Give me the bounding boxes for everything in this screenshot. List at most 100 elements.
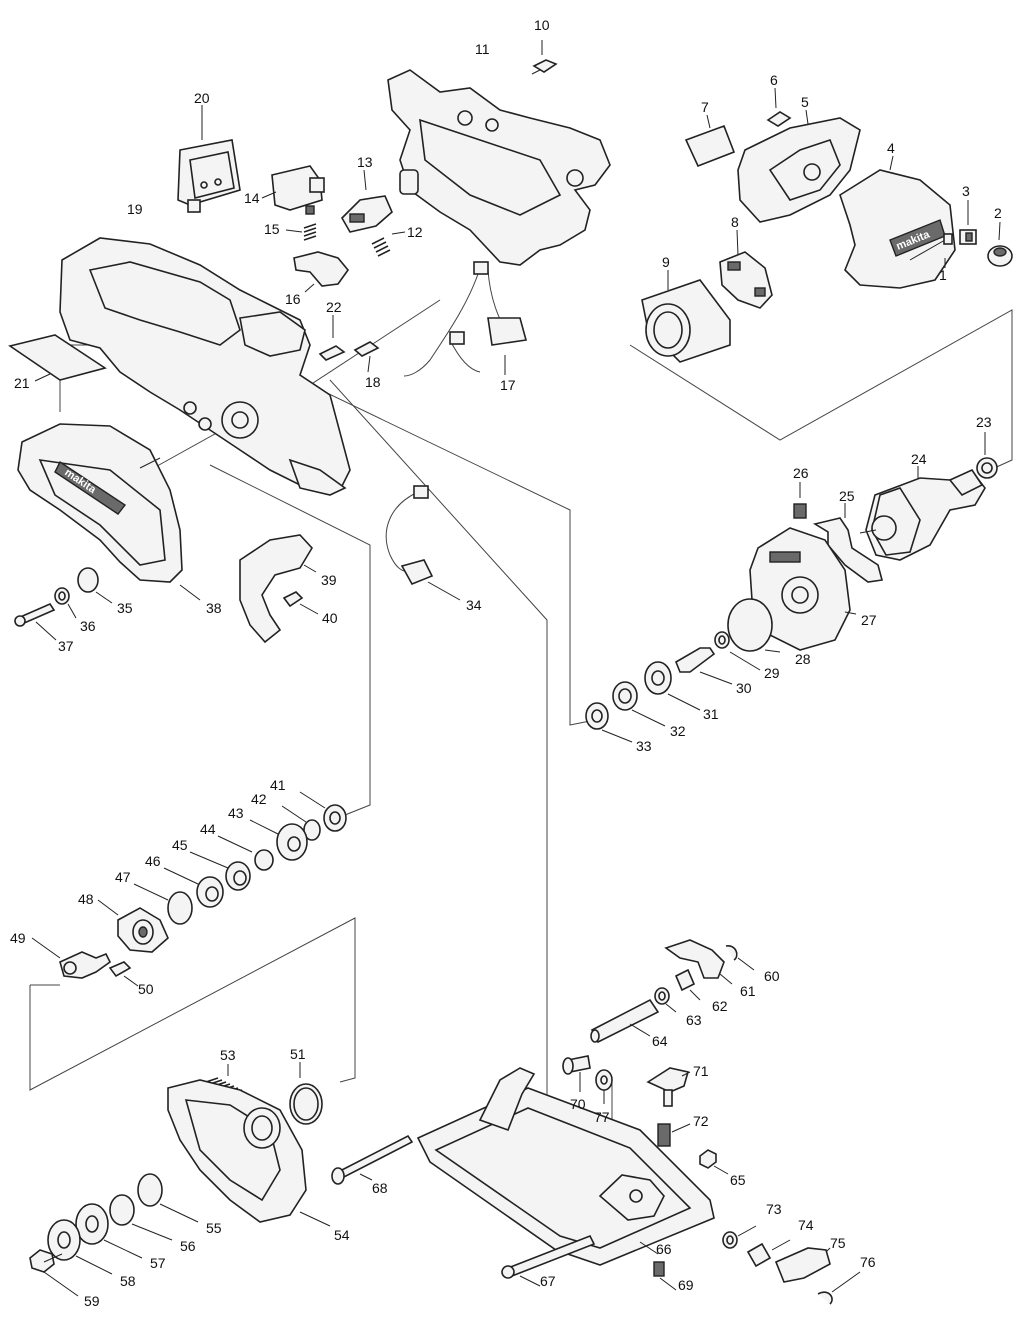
part-spring-12 (371, 231, 406, 257)
part-screw-18 (353, 341, 380, 373)
part-lever-39 (239, 534, 317, 644)
part-handle-housing-left (59, 237, 351, 496)
part-number-29: 29 (764, 665, 780, 681)
part-collar-44 (217, 835, 274, 871)
part-lever-61 (664, 939, 733, 985)
part-number-56: 56 (180, 1238, 196, 1254)
part-number-38: 38 (206, 600, 222, 616)
part-number-75: 75 (830, 1235, 846, 1251)
part-number-2: 2 (994, 205, 1002, 221)
part-screw-22 (318, 315, 346, 361)
part-number-66: 66 (656, 1241, 672, 1257)
part-housing-cover (737, 109, 861, 223)
part-number-31: 31 (703, 706, 719, 722)
part-safety-cover (167, 1079, 331, 1227)
part-number-58: 58 (120, 1273, 136, 1289)
part-spur-gear-43 (249, 819, 308, 861)
part-number-20: 20 (194, 90, 210, 106)
part-ring-55 (137, 1173, 199, 1223)
part-number-55: 55 (206, 1220, 222, 1236)
part-number-54: 54 (334, 1227, 350, 1243)
part-inner-flange (75, 1203, 143, 1259)
part-bolt-67 (501, 1234, 596, 1287)
part-number-10: 10 (534, 17, 550, 33)
part-ball-bearing-23 (976, 432, 998, 479)
part-bearing-41 (299, 791, 347, 832)
part-number-7: 7 (701, 99, 709, 115)
part-armature (859, 466, 986, 561)
part-number-76: 76 (860, 1254, 876, 1270)
part-number-70: 70 (570, 1096, 586, 1112)
part-wiring-harness (403, 261, 528, 377)
part-number-43: 43 (228, 805, 244, 821)
part-brush-cap (987, 221, 1013, 267)
part-spring-26 (793, 482, 807, 519)
part-outer-flange (47, 1219, 113, 1275)
part-number-28: 28 (795, 651, 811, 667)
part-number-72: 72 (693, 1113, 709, 1129)
part-bushing-35 (77, 567, 113, 604)
part-spindle (675, 647, 733, 685)
part-number-50: 50 (138, 981, 154, 997)
part-screw-70 (562, 1055, 591, 1092)
part-number-1: 1 (939, 267, 947, 283)
part-number-15: 15 (264, 221, 280, 237)
part-number-24: 24 (911, 451, 927, 467)
part-gear-housing (749, 527, 857, 651)
part-shaft (31, 937, 112, 979)
part-switch-trigger (293, 251, 350, 293)
part-nameplate (8, 334, 107, 382)
part-number-59: 59 (84, 1293, 100, 1309)
part-screw-37 (14, 602, 57, 641)
part-number-25: 25 (839, 488, 855, 504)
part-number-8: 8 (731, 214, 739, 230)
part-number-5: 5 (801, 94, 809, 110)
part-number-33: 33 (636, 738, 652, 754)
part-ring-51 (289, 1062, 323, 1125)
part-number-40: 40 (322, 610, 338, 626)
part-washer-77 (595, 1069, 613, 1104)
part-lock-off-button (341, 169, 393, 233)
part-number-44: 44 (200, 821, 216, 837)
part-bolt-68 (331, 1134, 414, 1185)
part-number-57: 57 (150, 1255, 166, 1271)
part-blade-guard: makita (17, 423, 201, 601)
part-battery-terminal (177, 105, 241, 213)
part-number-46: 46 (145, 853, 161, 869)
part-number-63: 63 (686, 1012, 702, 1028)
part-number-64: 64 (652, 1033, 668, 1049)
part-number-19: 19 (127, 201, 143, 217)
part-screw-1 (909, 233, 953, 268)
part-number-48: 48 (78, 891, 94, 907)
part-brush-holder (959, 200, 977, 245)
part-number-13: 13 (357, 154, 373, 170)
part-number-22: 22 (326, 299, 342, 315)
part-number-32: 32 (670, 723, 686, 739)
part-o-ring-47 (133, 883, 193, 925)
part-washer-36 (54, 587, 77, 619)
part-lever-75 (774, 1247, 831, 1283)
part-number-61: 61 (740, 983, 756, 999)
part-motor-housing: makita (839, 155, 956, 289)
part-flat-washer-63 (654, 987, 677, 1013)
part-number-18: 18 (365, 374, 381, 390)
part-gear-31 (644, 661, 701, 711)
part-brush-holder-assembly (719, 229, 773, 309)
part-number-34: 34 (466, 597, 482, 613)
part-number-51: 51 (290, 1046, 306, 1062)
part-number-53: 53 (220, 1047, 236, 1063)
part-base (416, 1067, 715, 1266)
part-bearing-32 (612, 681, 666, 727)
part-number-45: 45 (172, 837, 188, 853)
part-number-labels: 1 2 3 4 5 6 7 8 9 10 11 12 13 14 15 16 1… (10, 17, 1002, 1309)
part-number-77: 77 (594, 1109, 610, 1125)
part-number-60: 60 (764, 968, 780, 984)
part-number-62: 62 (712, 998, 728, 1014)
part-bearing-retainer (97, 899, 169, 953)
part-spring-72 (657, 1123, 691, 1147)
part-number-73: 73 (766, 1201, 782, 1217)
part-number-3: 3 (962, 183, 970, 199)
part-number-74: 74 (798, 1217, 814, 1233)
part-washer-29 (714, 631, 761, 671)
